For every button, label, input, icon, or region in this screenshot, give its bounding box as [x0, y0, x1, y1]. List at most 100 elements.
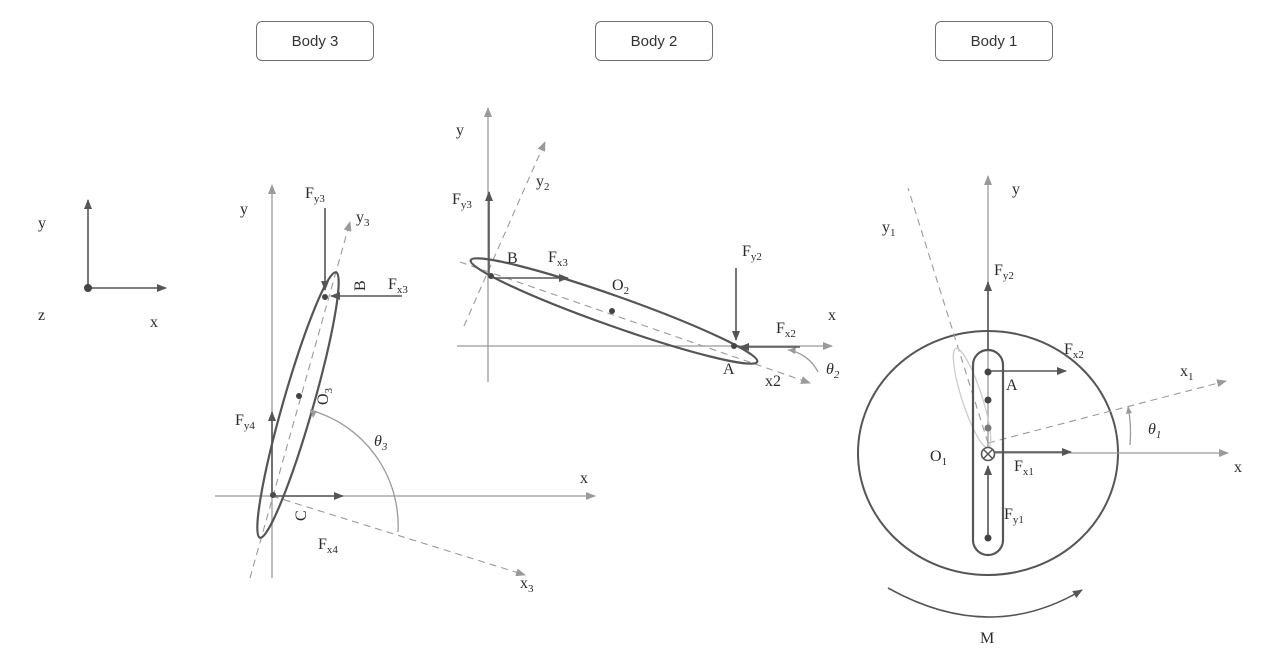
label-part: y3 — [314, 193, 326, 205]
label-part: F — [742, 243, 751, 260]
body1-pivot-o1 — [980, 446, 996, 462]
label-part: 2 — [834, 369, 840, 381]
label-part: θ — [1148, 421, 1156, 438]
label-part: x3 — [557, 257, 569, 269]
frame-y-label: y — [38, 215, 46, 232]
body3-y-label: y — [240, 201, 248, 218]
body3-theta3-arrowhead — [310, 410, 317, 418]
body3-b-label: B — [352, 280, 369, 291]
body3-point-o3 — [296, 393, 302, 399]
body1-o1-label: O1 — [930, 448, 947, 468]
label-part: x2 — [1073, 349, 1084, 361]
body1-y1-axis — [907, 187, 989, 444]
label-part: 3 — [364, 217, 370, 229]
body2-y2-label: y2 — [536, 173, 550, 193]
body1-y-label: y — [1012, 181, 1020, 198]
body1-point-upper — [984, 396, 992, 404]
label-part: y — [882, 219, 890, 236]
label-part: F — [305, 185, 314, 202]
label-part: y2 — [1003, 270, 1014, 282]
body3-fx4-label: Fx4 — [318, 536, 338, 556]
label-part: F — [1014, 458, 1023, 475]
body1-x1-axis — [987, 379, 1227, 444]
body1-point-a — [984, 368, 992, 376]
frame-z-dot — [84, 284, 92, 292]
label-part: y — [536, 173, 544, 190]
body3-diagram: y y3 x x3 B C O3 Fy3 Fx3 Fy4 Fx4 θ3 — [215, 184, 596, 595]
body2-title: Body 2 — [595, 21, 713, 61]
label-part: F — [994, 262, 1003, 279]
label-part: F — [388, 276, 397, 293]
body2-x-label: x — [828, 307, 836, 324]
body1-fx1-label: Fx1 — [1014, 458, 1034, 478]
body1-a-label: A — [1006, 377, 1018, 394]
body1-theta1-label: θ1 — [1148, 421, 1161, 441]
body3-x3-label: x3 — [520, 575, 534, 595]
body1-title: Body 1 — [935, 21, 1053, 61]
body1-theta1-arrowhead — [1126, 406, 1132, 414]
body2-theta2-arrowhead — [788, 347, 796, 354]
body1-x-label: x — [1234, 459, 1242, 476]
label-part: x2 — [785, 328, 796, 340]
body3-fy3-label: Fy3 — [305, 185, 325, 205]
body3-o3-label: O3 — [315, 387, 335, 405]
label-part: 1 — [1188, 371, 1194, 383]
body2-fy3-label: Fy3 — [452, 191, 472, 211]
body3-title: Body 3 — [256, 21, 374, 61]
body3-c-label: C — [293, 510, 310, 521]
label-part: x — [1180, 363, 1188, 380]
label-part: 1 — [1156, 429, 1162, 441]
body2-y2-axis — [463, 141, 546, 327]
label-part: 3 — [381, 441, 388, 453]
label-part: y3 — [461, 199, 473, 211]
label-part: y1 — [1013, 514, 1024, 526]
label-part: 2 — [624, 285, 630, 297]
label-part: 1 — [942, 456, 948, 468]
label-part: F — [452, 191, 461, 208]
body3-fy4-label: Fy4 — [235, 412, 255, 432]
body2-point-a — [731, 343, 737, 349]
label-part: 2 — [544, 181, 550, 193]
label-part: F — [1004, 506, 1013, 523]
label-part: y — [356, 209, 364, 226]
body1-moment-m — [887, 587, 1083, 618]
body3-fx3-label: Fx3 — [388, 276, 408, 296]
frame-z-label: z — [38, 307, 45, 324]
body2-fx3-label: Fx3 — [548, 249, 568, 269]
body2-a-label: A — [723, 361, 735, 378]
label-part: θ — [826, 361, 834, 378]
body3-theta3-label: θ3 — [374, 433, 388, 453]
body1-point-mid — [984, 424, 992, 432]
label-part: O — [930, 448, 942, 465]
body3-y3-axis — [249, 221, 352, 579]
label-part: x4 — [327, 544, 339, 556]
body1-y1-label: y1 — [882, 219, 896, 239]
label-part: O — [315, 393, 332, 405]
body1-diagram: y y1 x x1 A O1 Fy2 Fx2 Fx1 Fy1 θ1 M — [857, 175, 1242, 647]
label-part: x3 — [397, 284, 409, 296]
global-frame: y z x — [38, 199, 167, 331]
body2-diagram: y y2 x x2 B A O2 Fy3 Fx3 Fy2 Fx2 θ2 — [452, 107, 840, 390]
body1-fy1-label: Fy1 — [1004, 506, 1024, 526]
label-part: x — [520, 575, 528, 592]
body2-x2-label: x2 — [765, 373, 781, 390]
body1-point-lower — [984, 534, 992, 542]
body2-y-label: y — [456, 122, 464, 139]
body2-point-o2 — [609, 308, 615, 314]
body2-link — [469, 257, 759, 365]
body3-x3-axis — [271, 495, 526, 577]
body3-x-label: x — [580, 470, 588, 487]
body1-fx2-label: Fx2 — [1064, 341, 1084, 361]
body3-point-b — [322, 294, 328, 300]
label-part: F — [1064, 341, 1073, 358]
body3-theta3-arc — [309, 409, 399, 533]
label-part: y4 — [244, 420, 256, 432]
label-part: F — [318, 536, 327, 553]
label-part: θ — [374, 433, 382, 450]
body1-x1-label: x1 — [1180, 363, 1194, 383]
label-part: x1 — [1023, 466, 1034, 478]
label-part: F — [548, 249, 557, 266]
body2-theta2-label: θ2 — [826, 361, 840, 381]
label-part: 3 — [528, 583, 534, 595]
